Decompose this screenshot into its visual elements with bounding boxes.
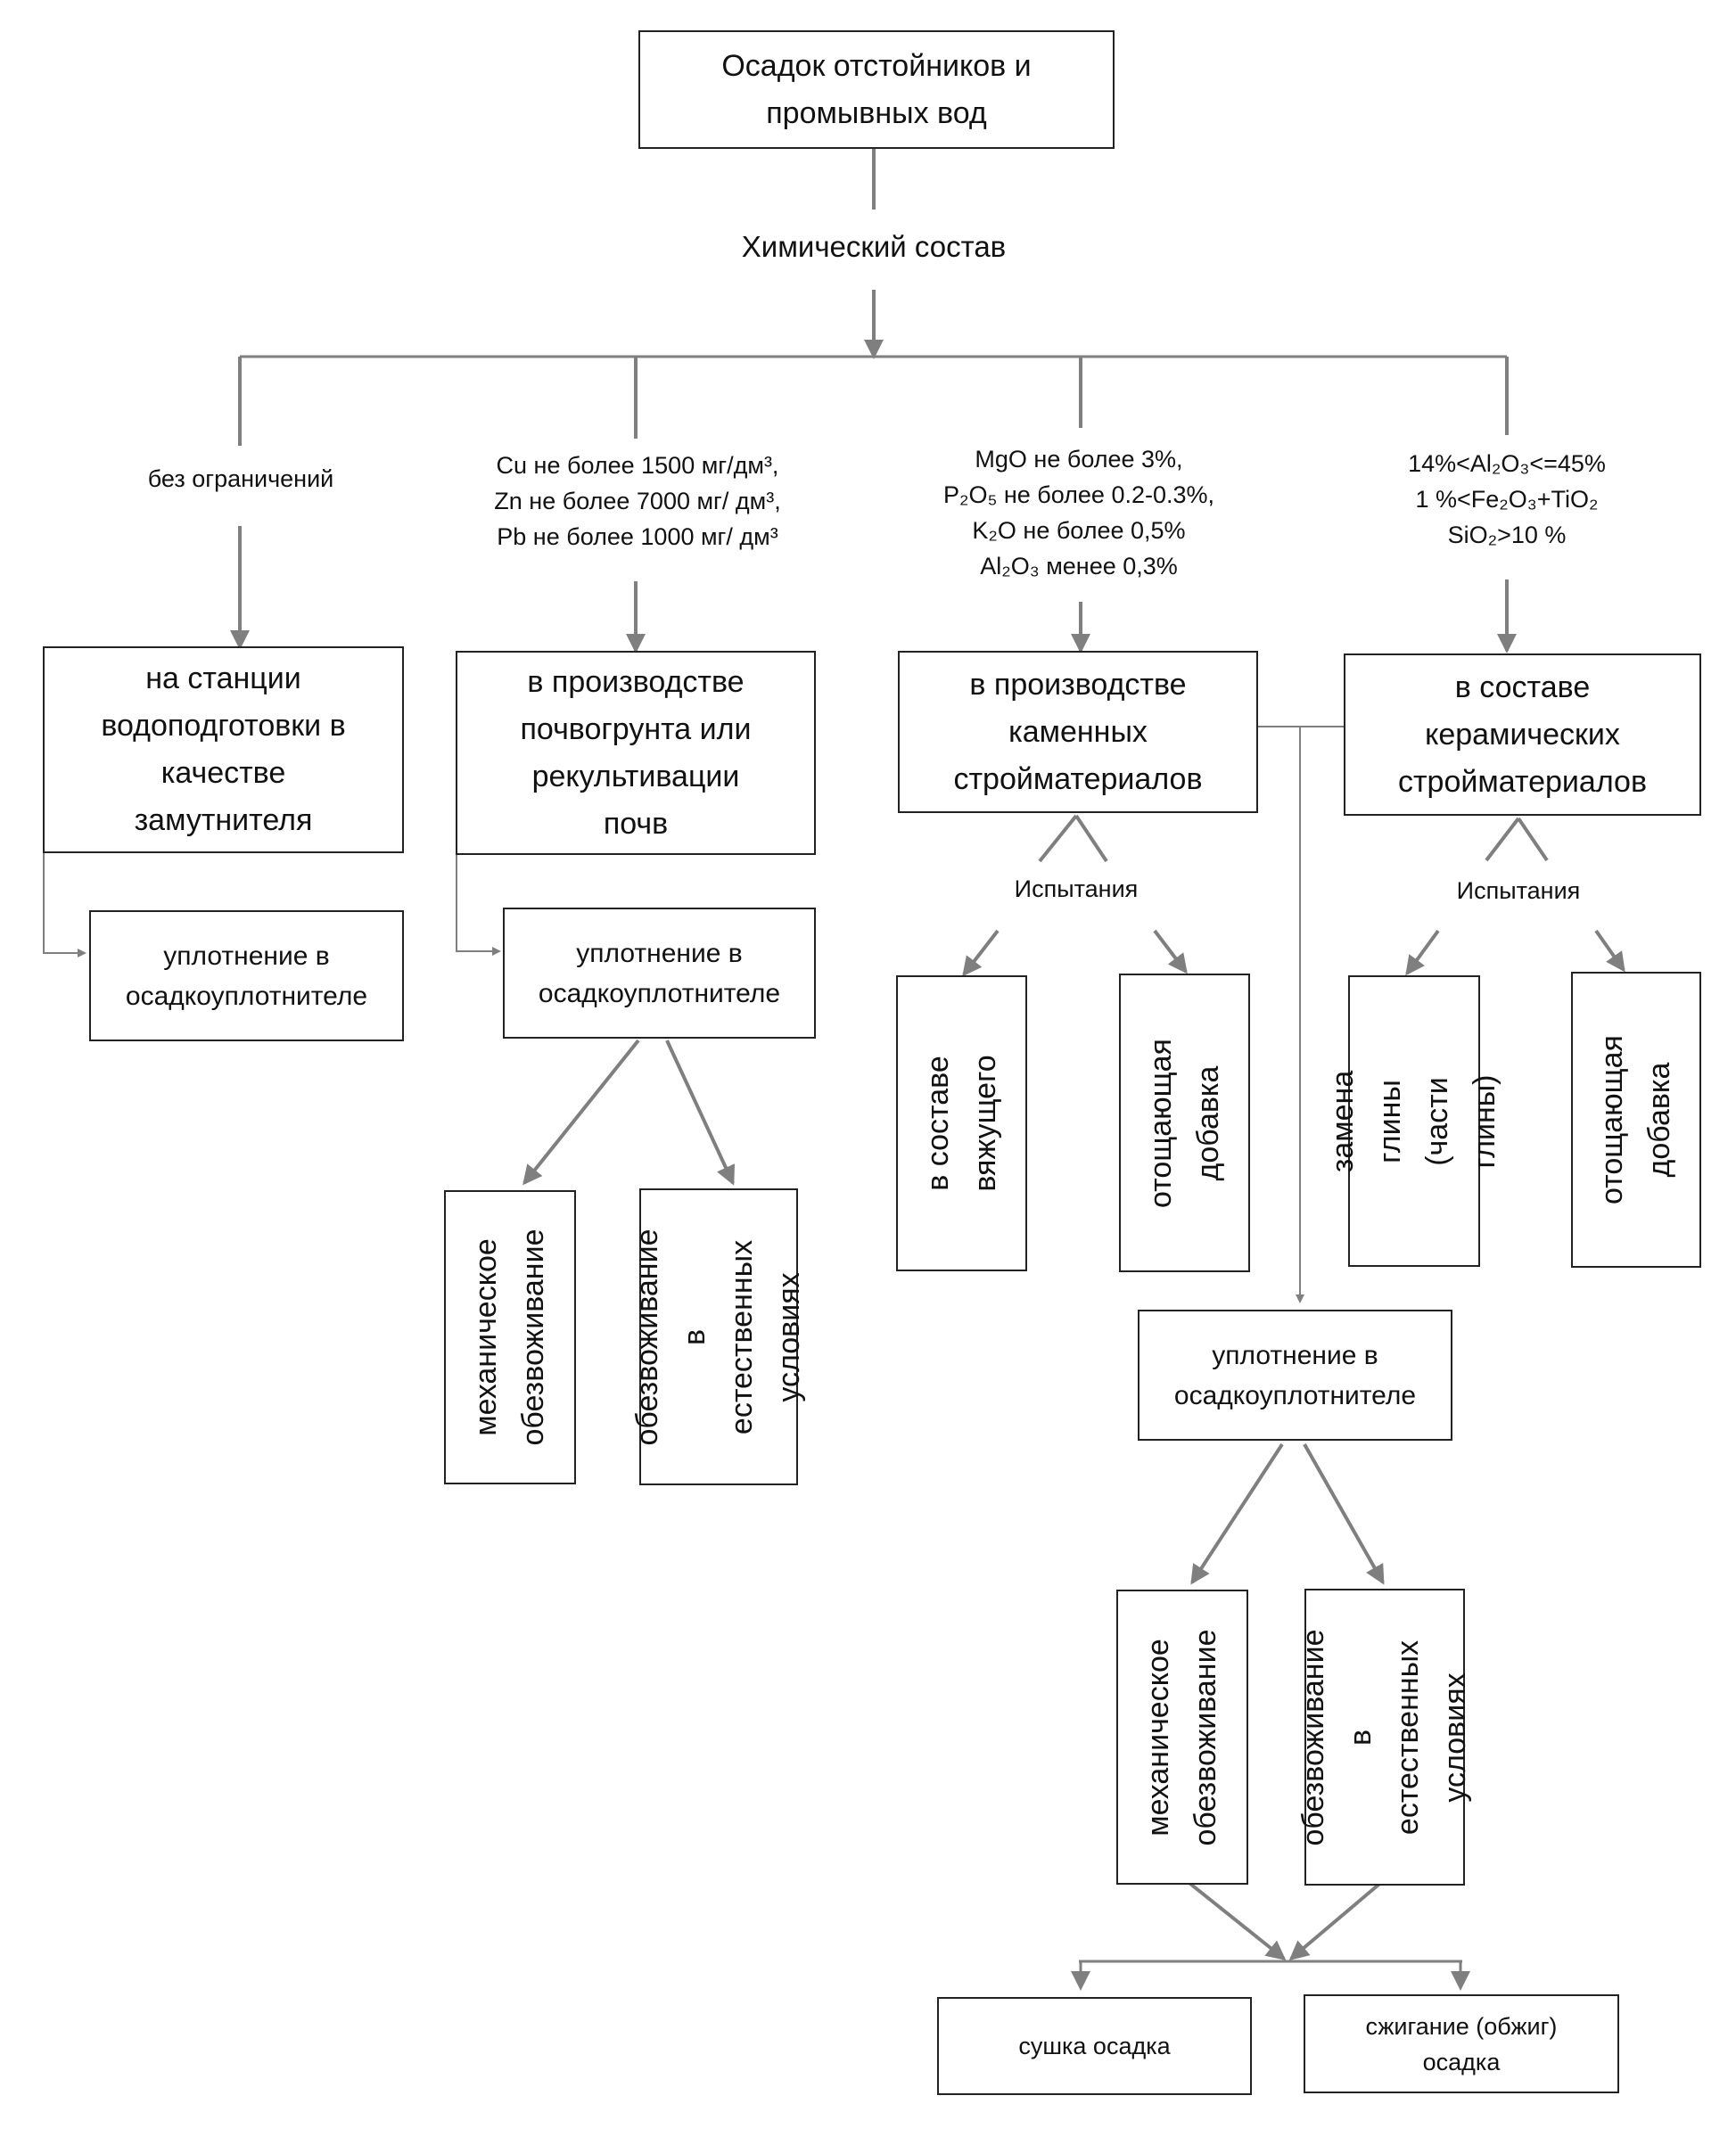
thinning-additive-stone-label: отощающая добавка — [1143, 1038, 1225, 1208]
natural-dewatering-2-label: обезвоживание в естественных условиях — [1296, 1629, 1472, 1845]
mechanical-dewatering-1-label: механическое обезвоживание — [469, 1229, 550, 1446]
mechanical-dewatering-box-2: механическое обезвоживание — [1116, 1590, 1248, 1885]
chemical-composition-label: Химический состав — [741, 230, 1007, 263]
root-node-label: Осадок отстойников и промывных вод — [721, 48, 1032, 130]
compaction-box-1-label: уплотнение в осадкоуплотнителе — [125, 941, 368, 1011]
thinning-additive-ceramic-label: отощающая добавка — [1595, 1035, 1676, 1204]
compaction-box-3-label: уплотнение в осадкоуплотнителе — [1173, 1340, 1417, 1410]
use-ceramic-materials-label: в составе керамических стройматериалов — [1397, 670, 1648, 799]
sludge-drying-box: сушка осадка — [937, 1997, 1252, 2095]
thinning-additive-box-ceramic: отощающая добавка — [1571, 972, 1701, 1268]
use-water-treatment: на станции водоподготовки в качестве зам… — [43, 646, 404, 853]
use-water-treatment-label: на станции водоподготовки в качестве зам… — [101, 662, 346, 837]
compaction-box-1: уплотнение в осадкоуплотнителе — [89, 910, 404, 1041]
natural-dewatering-1-label: обезвоживание в естественных условиях — [630, 1229, 806, 1445]
root-node: Осадок отстойников и промывных вод — [638, 30, 1115, 149]
sludge-drying-label: сушка осадка — [1018, 2033, 1171, 2059]
natural-dewatering-box-2: обезвоживание в естественных условиях — [1296, 1589, 1472, 1886]
thinning-additive-box-stone: отощающая добавка — [1119, 974, 1250, 1272]
use-ceramic-materials: в составе керамических стройматериалов — [1344, 653, 1701, 816]
use-stone-materials: в производстве каменных стройматериалов — [898, 651, 1258, 813]
sludge-burning-box: сжигание (обжиг) осадка — [1304, 1994, 1619, 2093]
binder-box-label: в составе вяжущего — [920, 1055, 1002, 1192]
compaction-box-2-label: уплотнение в осадкоуплотнителе — [538, 938, 781, 1008]
criteria-oxides-stone: MgO не более 3%, P₂O₅ не более 0.2-0.3%,… — [942, 446, 1215, 579]
criteria-heavy-metals: Cu не более 1500 мг/дм³, Zn не более 700… — [494, 452, 781, 550]
natural-dewatering-box-1: обезвоживание в естественных условиях — [630, 1188, 806, 1485]
clay-replacement-label: замена глины (части глины) — [1326, 1070, 1502, 1172]
compaction-box-3: уплотнение в осадкоуплотнителе — [1138, 1310, 1452, 1441]
binder-box: в составе вяжущего — [896, 975, 1027, 1271]
compaction-box-2: уплотнение в осадкоуплотнителе — [503, 908, 816, 1039]
clay-replacement-box: замена глины (части глины) — [1326, 975, 1502, 1267]
criteria-no-limits: без ограничений — [147, 465, 334, 492]
testing-label-stone: Испытания — [1014, 875, 1139, 902]
testing-label-ceramic: Испытания — [1456, 877, 1581, 904]
use-soil-production: в производстве почвогрунта или рекультив… — [456, 651, 816, 855]
use-stone-materials-label: в производстве каменных стройматериалов — [953, 667, 1203, 796]
use-soil-production-label: в производстве почвогрунта или рекультив… — [520, 664, 752, 841]
criteria-oxides-ceramic: 14%<Al₂O₃<=45% 1 %<Fe₂O₃+TiO₂ SiO₂>10 % — [1408, 450, 1606, 548]
mechanical-dewatering-box-1: механическое обезвоживание — [444, 1190, 576, 1484]
mechanical-dewatering-2-label: механическое обезвоживание — [1141, 1629, 1222, 1845]
sludge-burning-label: сжигание (обжиг) осадка — [1365, 2012, 1558, 2075]
